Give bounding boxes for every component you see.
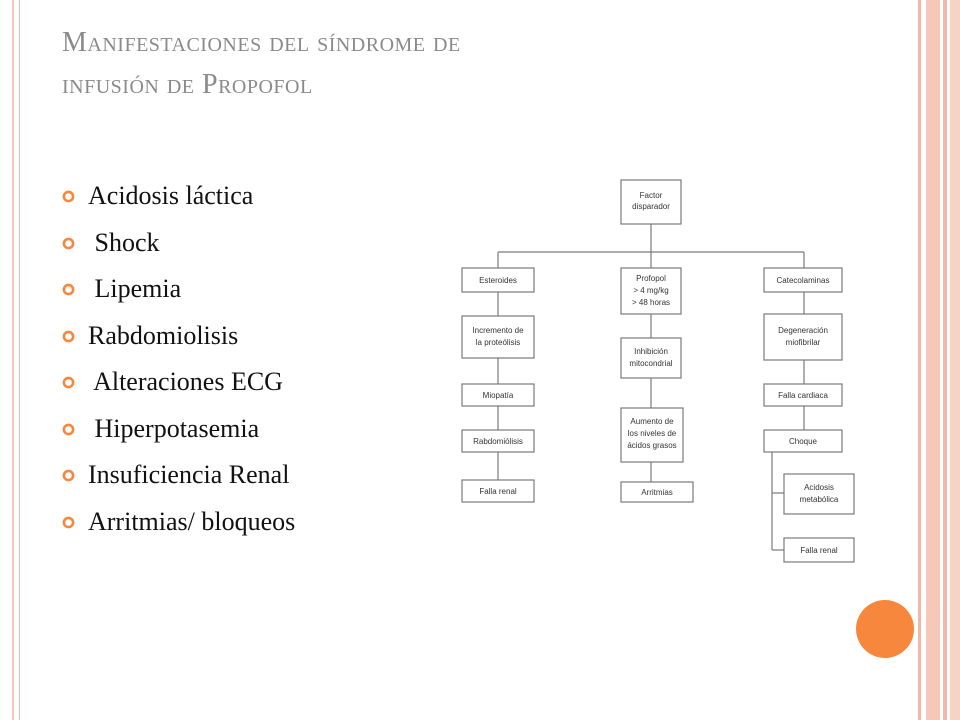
node-text: Incremento de: [472, 326, 524, 335]
title-line-2: infusión de Propofol: [62, 69, 313, 100]
node-inhibicion-mitocondrial: Inhibición mitocondrial: [620, 337, 682, 379]
circle-ring-icon: [62, 376, 75, 389]
bullet-text: Alteraciones ECG: [88, 367, 283, 396]
bullet-item: Acidosis láctica: [62, 175, 295, 222]
bullet-text: Lipemia: [88, 274, 182, 303]
node-text: miofibrilar: [786, 338, 821, 347]
circle-ring-icon: [62, 237, 75, 249]
node-falla-cardiaca: Falla cardiaca: [763, 383, 843, 407]
slide-frame-right: [918, 0, 960, 720]
node-text: disparador: [632, 202, 670, 211]
node-esteroides: Esteroides: [461, 267, 535, 293]
node-text: Inhibición: [634, 347, 668, 356]
flowchart-diagram: Factor disparador Esteroides Incremento …: [438, 168, 864, 572]
node-text: > 4 mg/kg: [633, 286, 668, 295]
bullet-item: Arritmias/ bloqueos: [62, 501, 295, 548]
circle-ring-icon: [62, 469, 75, 482]
node-text: Profopol: [636, 274, 666, 283]
node-text: Esteroides: [479, 276, 517, 285]
node-factor-disparador: Factor disparador: [620, 179, 682, 225]
circle-ring-icon: [62, 423, 75, 435]
node-falla-renal-right: Falla renal: [783, 537, 855, 563]
node-catecolaminas: Catecolaminas: [763, 267, 843, 293]
node-text: Choque: [789, 437, 818, 446]
node-rabdomiolisis: Rabdomiólisis: [461, 429, 535, 453]
bullet-item: Hiperpotasemia: [62, 408, 295, 455]
node-text: > 48 horas: [632, 298, 670, 307]
bullet-text: Hiperpotasemia: [88, 413, 260, 443]
node-text: ácidos grasos: [627, 441, 676, 450]
node-acidosis-metabolica: Acidosis metabólica: [783, 473, 855, 515]
node-choque: Choque: [763, 429, 843, 453]
title-line-1: Manifestaciones del síndrome de: [62, 27, 461, 58]
slide-title: Manifestaciones del síndrome de infusión…: [62, 22, 822, 106]
node-text: metabólica: [800, 495, 839, 504]
node-profopol: Profopol > 4 mg/kg > 48 horas: [620, 267, 682, 315]
bullet-item: Alteraciones ECG: [62, 361, 295, 408]
node-text: Degeneración: [778, 326, 828, 335]
node-text: Falla renal: [479, 487, 517, 496]
node-degeneracion-miofibrilar: Degeneración miofibrilar: [763, 313, 843, 361]
node-text: Factor: [640, 191, 663, 200]
node-text: Rabdomiólisis: [473, 437, 523, 446]
bullet-text: Acidosis láctica: [88, 181, 254, 210]
circle-ring-icon: [62, 516, 75, 528]
circle-ring-icon: [62, 190, 75, 203]
bullet-item: Insuficiencia Renal: [62, 454, 295, 501]
node-text: Catecolaminas: [777, 276, 830, 285]
bullet-text: Insuficiencia Renal: [88, 460, 290, 489]
flowchart-svg: Factor disparador Esteroides Incremento …: [461, 179, 855, 563]
node-text: Miopatía: [483, 391, 514, 400]
bullet-item: Shock: [62, 222, 295, 269]
bullet-item: Lipemia: [62, 268, 295, 315]
node-arritmias: Arritmias: [620, 481, 694, 503]
node-text: la proteólisis: [476, 338, 520, 347]
node-text: Acidosis: [804, 483, 834, 492]
node-text: Aumento de: [630, 417, 674, 426]
flowchart-connectors: [497, 224, 805, 551]
circle-ring-icon: [62, 330, 75, 342]
node-text: Arritmias: [641, 488, 673, 497]
node-incremento-proteolisis: Incremento de la proteólisis: [461, 315, 535, 359]
node-text: Falla cardiaca: [778, 391, 828, 400]
node-falla-renal-left: Falla renal: [461, 479, 535, 503]
slide-frame-left: [0, 0, 20, 720]
node-miopatia: Miopatía: [461, 383, 535, 407]
bullet-text: Arritmias/ bloqueos: [88, 506, 296, 536]
node-text: los niveles de: [628, 429, 677, 438]
node-text: Falla renal: [800, 546, 838, 555]
bullet-text: Rabdomiolisis: [88, 320, 239, 350]
orange-circle-decoration: [856, 600, 914, 658]
node-aumento-acidos-grasos: Aumento de los niveles de ácidos grasos: [620, 407, 684, 463]
bullet-list: Acidosis láctica Shock Lipemia Rabdomiol…: [62, 175, 295, 547]
bullet-item: Rabdomiolisis: [62, 315, 295, 362]
bullet-text: Shock: [88, 227, 160, 257]
node-text: mitocondrial: [629, 359, 672, 368]
circle-ring-icon: [62, 283, 75, 296]
